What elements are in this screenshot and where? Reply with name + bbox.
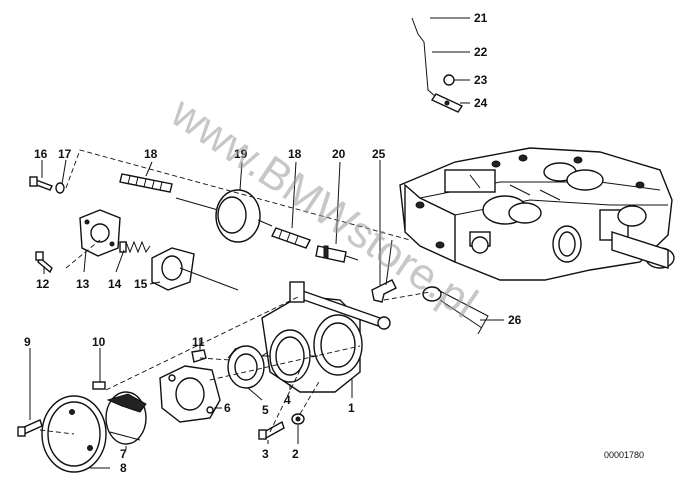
callout-18-right: 18 bbox=[288, 147, 302, 161]
choke-lever bbox=[371, 239, 397, 303]
callout-labels: 1 2 3 4 5 6 7 8 9 10 11 12 13 14 15 16 1… bbox=[24, 11, 522, 475]
washer-2 bbox=[291, 413, 305, 425]
callout-16: 16 bbox=[34, 147, 48, 161]
callout-3: 3 bbox=[262, 447, 269, 461]
clamp-ring bbox=[105, 391, 147, 445]
callout-4: 4 bbox=[284, 393, 291, 407]
callout-11: 11 bbox=[192, 335, 205, 349]
callout-24: 24 bbox=[474, 96, 488, 110]
screw-3 bbox=[258, 420, 285, 440]
bimetal-element bbox=[227, 345, 269, 389]
return-spring bbox=[422, 286, 489, 335]
carburetor-body bbox=[399, 147, 675, 281]
callout-1: 1 bbox=[348, 401, 355, 415]
callout-9: 9 bbox=[24, 335, 31, 349]
linkage-rod-assembly bbox=[411, 17, 464, 113]
callout-23: 23 bbox=[474, 73, 488, 87]
callout-17: 17 bbox=[58, 147, 72, 161]
callout-22: 22 bbox=[474, 45, 488, 59]
washer-17 bbox=[55, 182, 65, 194]
callout-20: 20 bbox=[332, 147, 346, 161]
callout-19: 19 bbox=[234, 147, 248, 161]
callout-5: 5 bbox=[262, 403, 269, 417]
drawing-reference-number: 00001780 bbox=[604, 450, 644, 460]
spring-14 bbox=[119, 240, 151, 254]
callout-13: 13 bbox=[76, 277, 90, 291]
callout-2: 2 bbox=[292, 447, 299, 461]
callout-15: 15 bbox=[134, 277, 148, 291]
callout-25: 25 bbox=[372, 147, 386, 161]
leader-lines bbox=[29, 17, 504, 469]
callout-8: 8 bbox=[120, 461, 127, 475]
callout-10: 10 bbox=[92, 335, 106, 349]
pulldown-cover bbox=[79, 209, 121, 257]
screw-16 bbox=[29, 176, 53, 191]
callout-6: 6 bbox=[224, 401, 231, 415]
callout-14: 14 bbox=[108, 277, 122, 291]
pulldown-diaphragm bbox=[151, 247, 239, 291]
sealing-ring bbox=[262, 329, 318, 383]
assembly-centerlines bbox=[39, 149, 431, 435]
screw-9 bbox=[17, 419, 43, 437]
callout-21: 21 bbox=[474, 11, 488, 25]
vacuum-unit-19 bbox=[175, 189, 273, 243]
nut-11 bbox=[191, 349, 207, 363]
callout-18-left: 18 bbox=[144, 147, 158, 161]
gasket bbox=[159, 365, 221, 423]
callout-26: 26 bbox=[508, 313, 522, 327]
spring-18-right bbox=[271, 227, 311, 249]
callout-7: 7 bbox=[120, 447, 127, 461]
spring-18-left bbox=[119, 173, 173, 193]
plunger-20 bbox=[315, 245, 359, 263]
screw-12 bbox=[35, 251, 53, 274]
pin-10 bbox=[92, 381, 106, 390]
callout-12: 12 bbox=[36, 277, 50, 291]
